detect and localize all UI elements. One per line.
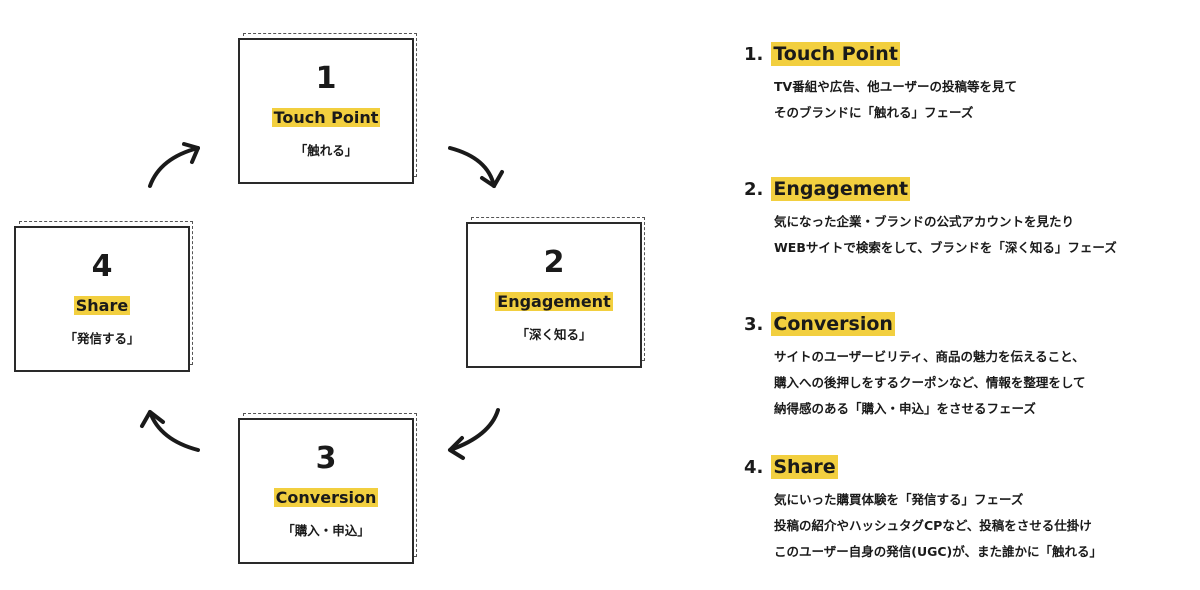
card-box: 1 Touch Point 「触れる」 — [238, 38, 414, 184]
card-number: 1 — [315, 60, 337, 96]
card-title: Engagement — [495, 291, 613, 311]
arrow-4-to-1-icon — [148, 142, 200, 188]
section-index: 2. — [744, 178, 764, 200]
section-title: Conversion — [771, 312, 895, 336]
section-line: サイトのユーザービリティ、商品の魅力を伝えること、 — [774, 349, 1085, 364]
card-number: 4 — [91, 248, 113, 284]
card-conversion: 3 Conversion 「購入・申込」 — [238, 413, 417, 564]
card-title: Conversion — [273, 487, 379, 507]
arrow-2-to-3-icon — [448, 408, 500, 460]
section-line: そのブランドに「触れる」フェーズ — [774, 105, 974, 120]
card-title: Touch Point — [271, 107, 381, 127]
card-engagement: 2 Engagement 「深く知る」 — [466, 217, 645, 368]
section-line: 納得感のある「購入・申込」をさせるフェーズ — [774, 401, 1036, 416]
section-line: 気になった企業・ブランドの公式アカウントを見たり — [774, 214, 1075, 229]
card-box: 2 Engagement 「深く知る」 — [466, 222, 642, 368]
section-share: 4. Share 気にいった購買体験を「発信する」フェーズ 投稿の紹介やハッシュ… — [744, 455, 1102, 565]
section-line: 気にいった購買体験を「発信する」フェーズ — [774, 492, 1024, 507]
section-line: TV番組や広告、他ユーザーの投稿等を見て — [774, 79, 1017, 94]
section-engagement: 2. Engagement 気になった企業・ブランドの公式アカウントを見たり W… — [744, 177, 1117, 261]
section-line: 投稿の紹介やハッシュタグCPなど、投稿をさせる仕掛け — [774, 518, 1092, 533]
card-subtitle: 「触れる」 — [294, 142, 358, 158]
card-number: 3 — [315, 440, 337, 476]
card-box: 3 Conversion 「購入・申込」 — [238, 418, 414, 564]
section-line: WEBサイトで検索をして、ブランドを「深く知る」フェーズ — [774, 240, 1117, 255]
card-box: 4 Share 「発信する」 — [14, 226, 190, 372]
section-touch-point: 1. Touch Point TV番組や広告、他ユーザーの投稿等を見て そのブラ… — [744, 42, 1017, 126]
arrow-1-to-2-icon — [448, 146, 504, 188]
card-touch-point: 1 Touch Point 「触れる」 — [238, 33, 417, 184]
arrow-3-to-4-icon — [140, 410, 200, 452]
section-title: Share — [771, 455, 838, 479]
section-conversion: 3. Conversion サイトのユーザービリティ、商品の魅力を伝えること、 … — [744, 312, 1086, 422]
section-index: 3. — [744, 313, 764, 335]
section-line: このユーザー自身の発信(UGC)が、また誰かに「触れる」 — [774, 544, 1103, 559]
section-title: Engagement — [771, 177, 911, 201]
section-index: 1. — [744, 43, 764, 65]
section-index: 4. — [744, 456, 764, 478]
card-subtitle: 「発信する」 — [64, 330, 140, 346]
card-subtitle: 「深く知る」 — [516, 326, 592, 342]
card-number: 2 — [543, 244, 565, 280]
section-line: 購入への後押しをするクーポンなど、情報を整理をして — [774, 375, 1086, 390]
card-share: 4 Share 「発信する」 — [14, 221, 193, 372]
section-title: Touch Point — [771, 42, 900, 66]
card-subtitle: 「購入・申込」 — [282, 522, 370, 538]
card-title: Share — [73, 295, 131, 315]
